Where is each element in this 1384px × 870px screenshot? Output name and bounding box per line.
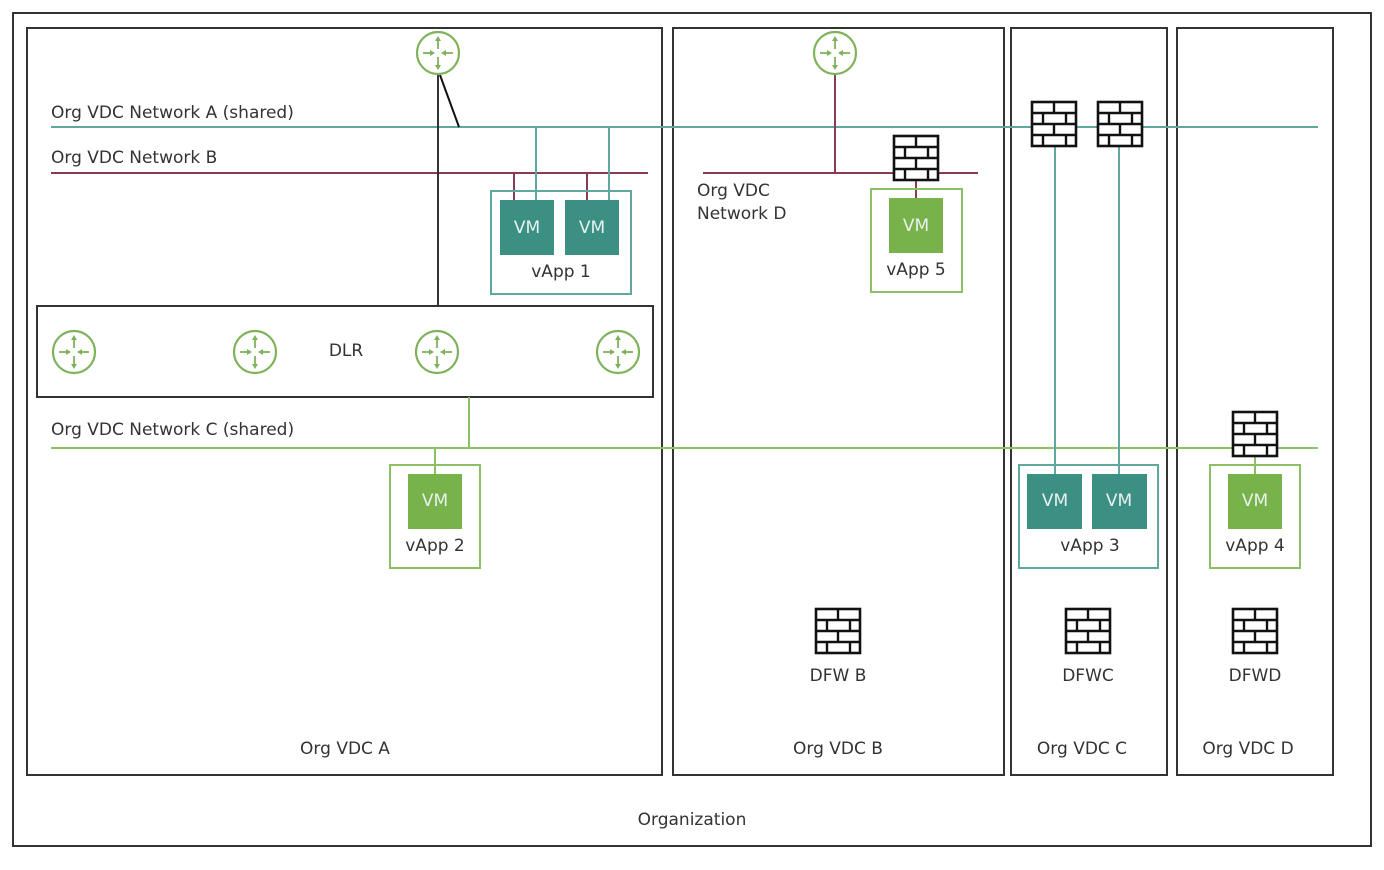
vapp-2-vm-1 [408, 474, 462, 529]
dfw-d: DFWD [1229, 607, 1282, 686]
network-d-label-line2: Network D [697, 204, 786, 224]
network-d-label-line1: Org VDC [697, 181, 770, 201]
edge-router-b-icon [812, 30, 858, 76]
vdc-b-label: Org VDC B [793, 739, 883, 759]
organization-box [12, 12, 1372, 847]
network-c: Org VDC Network C (shared) [51, 420, 1318, 449]
vdc-a-label: Org VDC A [300, 739, 390, 759]
dfw-b: DFW B [810, 607, 867, 686]
network-b: Org VDC Network B [51, 148, 648, 174]
network-a: Org VDC Network A (shared) [51, 103, 1318, 128]
vdc-c-label: Org VDC C [1037, 739, 1127, 759]
dfw-d-label: DFWD [1229, 666, 1282, 686]
dfw-b-label: DFW B [810, 666, 867, 686]
organization-label: Organization [638, 810, 747, 830]
vapp-3: VM VM vApp 3 [1018, 146, 1159, 569]
svg-text:VM: VM [1106, 491, 1132, 511]
dfw-d-firewall-icon [1231, 607, 1279, 655]
network-b-label: Org VDC Network B [51, 148, 217, 168]
network-d: Org VDC Network D [697, 172, 978, 224]
dlr-box: DLR [36, 305, 654, 398]
vapp-1-label: vApp 1 [531, 262, 591, 282]
dfw-c: DFWC [1062, 607, 1114, 686]
vdc-a: Org VDC A [26, 27, 663, 776]
vapp-4-vm-1 [1228, 474, 1282, 529]
vdc-d-label: Org VDC D [1202, 739, 1293, 759]
vapp-2-label: vApp 2 [405, 536, 465, 556]
svg-text:VM: VM [579, 218, 605, 238]
vapp-4: VM vApp 4 [1209, 456, 1301, 569]
vapp-1-vm-2 [565, 200, 619, 255]
vapp-5-firewall-icon [892, 134, 940, 182]
dfw-c-label: DFWC [1062, 666, 1114, 686]
vapp-2: VM vApp 2 [389, 448, 481, 569]
network-a-label: Org VDC Network A (shared) [51, 103, 294, 123]
dfw-c-firewall-icon [1064, 607, 1112, 655]
vapp-5: VM vApp 5 [870, 180, 963, 293]
vapp-3-vm-2 [1092, 474, 1147, 529]
dfw-b-firewall-icon [814, 607, 862, 655]
vdc-b: Org VDC B [672, 27, 1005, 776]
vdc-d: Org VDC D [1176, 27, 1334, 776]
vapp-3-firewall-icon-1 [1030, 100, 1078, 148]
dlr-router-icon-1 [51, 329, 97, 375]
svg-text:VM: VM [514, 218, 540, 238]
svg-text:VM: VM [1042, 491, 1068, 511]
edge-a-to-network-a-link [439, 74, 460, 128]
vapp-5-label: vApp 5 [886, 260, 946, 280]
vapp-1: VM VM vApp 1 [490, 127, 632, 295]
dlr-router-icon-4 [595, 329, 641, 375]
dlr-label: DLR [329, 341, 364, 361]
dlr-router-icon-2 [232, 329, 278, 375]
edge-router-a-icon [415, 30, 461, 76]
vapp-3-firewall-icon-2 [1096, 100, 1144, 148]
vapp-1-vm-1 [500, 200, 554, 255]
dlr-router-icon-3 [414, 329, 460, 375]
svg-text:VM: VM [422, 491, 448, 511]
vapp-3-label: vApp 3 [1060, 536, 1120, 556]
network-c-label: Org VDC Network C (shared) [51, 420, 294, 440]
vdc-c: Org VDC C [1010, 27, 1168, 776]
vapp-4-label: vApp 4 [1225, 536, 1285, 556]
vapp-5-vm-1 [889, 198, 943, 253]
vapp-3-vm-1 [1027, 474, 1082, 529]
svg-text:VM: VM [903, 216, 929, 236]
svg-text:VM: VM [1242, 491, 1268, 511]
vapp-4-firewall-icon [1231, 410, 1279, 458]
